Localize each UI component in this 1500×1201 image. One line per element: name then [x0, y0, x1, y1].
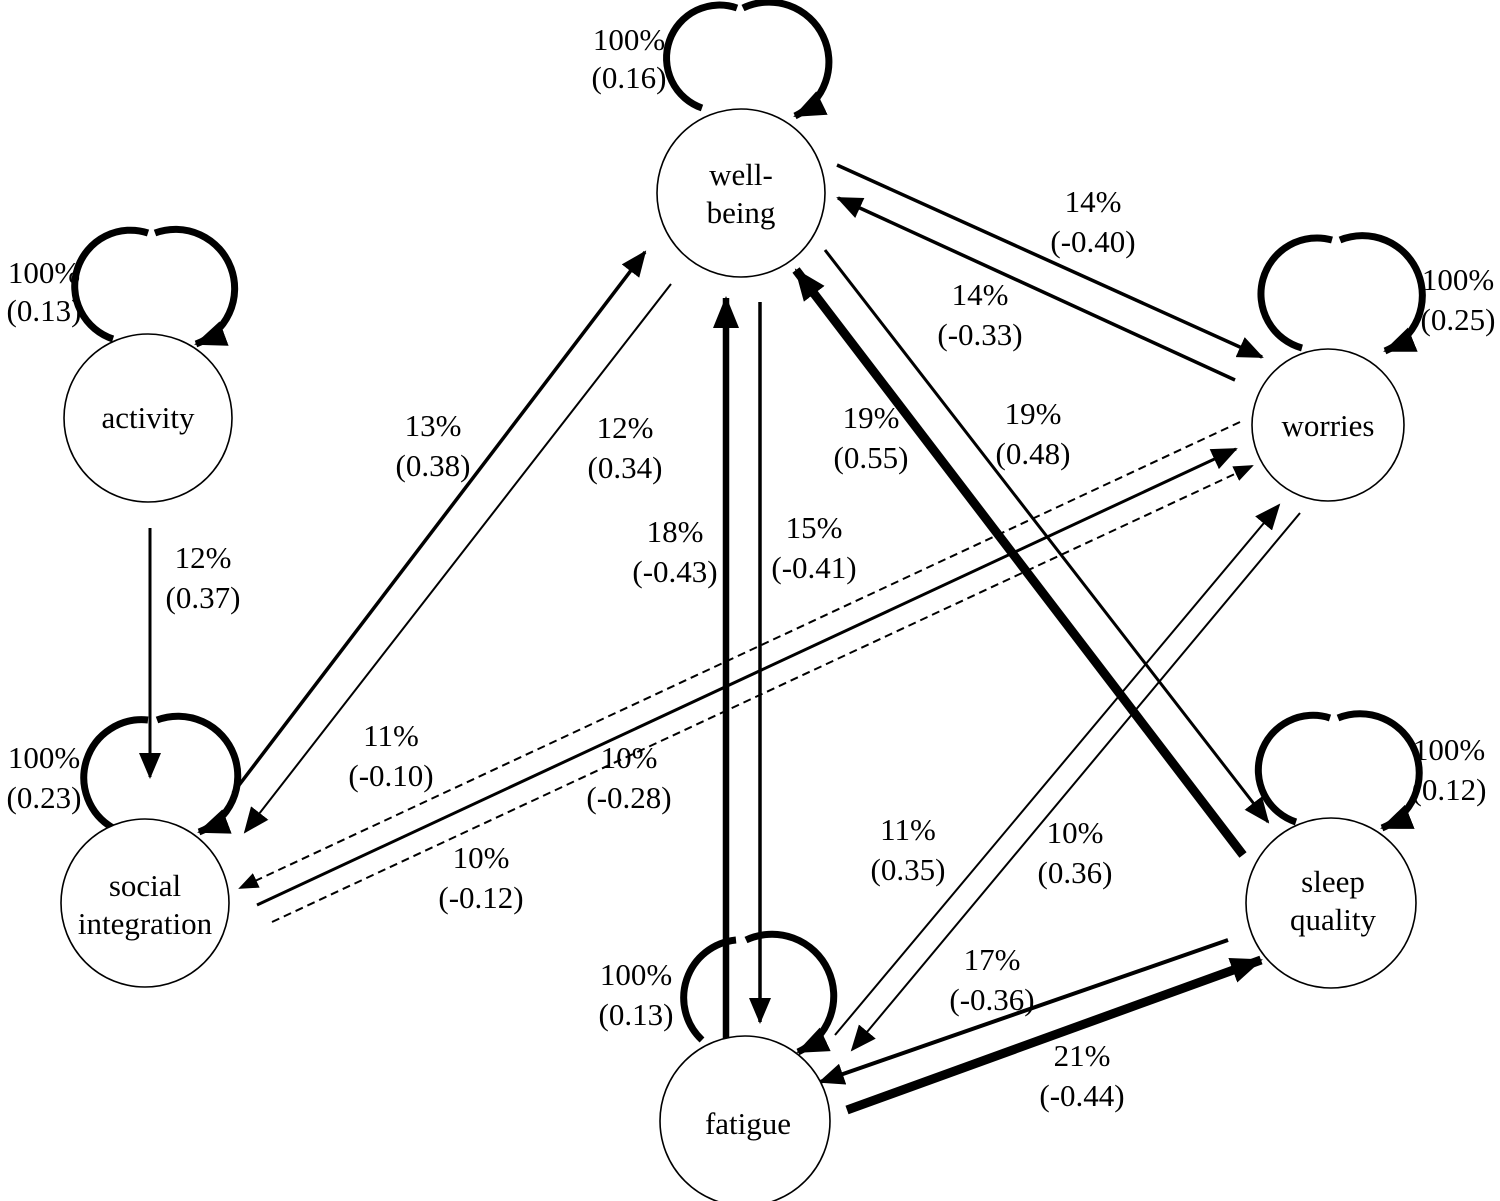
label-pct-social-to-worries-dashed: 10%	[453, 840, 510, 875]
edge-social-to-worries	[256, 447, 1238, 907]
label-pct-wellbeing-to-fatigue: 15%	[786, 510, 843, 545]
node-label-wellbeing-line1: well-	[709, 157, 773, 192]
edge-worries-to-wellbeing	[836, 196, 1236, 382]
loop-coef-activity: (0.13)	[7, 293, 82, 328]
label-coef-worries-to-social: (-0.10)	[348, 758, 433, 793]
label-pct-worries-to-social: 11%	[363, 718, 419, 753]
label-pct-worries-to-wellbeing: 14%	[952, 277, 1009, 312]
label-pct-wellbeing-to-sleep: 19%	[1005, 396, 1062, 431]
self-loop-sleep: 100% (0.12)	[1254, 710, 1487, 832]
loop-pct-worries: 100%	[1422, 262, 1494, 297]
label-coef-fatigue-to-worries: (0.35)	[871, 852, 946, 887]
label-pct-fatigue-to-worries: 11%	[880, 812, 936, 847]
loop-coef-worries: (0.25)	[1421, 302, 1496, 337]
loop-pct-activity: 100%	[8, 255, 80, 290]
loop-coef-wellbeing: (0.16)	[592, 60, 667, 95]
label-coef-social-to-wellbeing: (0.38)	[396, 448, 471, 483]
loop-pct-sleep: 100%	[1413, 732, 1485, 767]
loop-pct-social: 100%	[8, 740, 80, 775]
label-coef-wellbeing-to-fatigue: (-0.41)	[771, 550, 856, 585]
node-label-fatigue: fatigue	[705, 1106, 791, 1141]
edge-social-to-wellbeing	[231, 250, 647, 795]
label-coef-wellbeing-to-social: (0.34)	[588, 450, 663, 485]
node-label-social-line2: integration	[78, 906, 213, 941]
self-loop-fatigue: 100% (0.13)	[599, 930, 838, 1056]
label-pct-wellbeing-to-social: 12%	[597, 410, 654, 445]
edge-wellbeing-to-social	[243, 283, 672, 834]
loop-coef-sleep: (0.12)	[1412, 772, 1487, 807]
label-pct-sleep-to-wellbeing: 19%	[843, 400, 900, 435]
edge-worries-to-fatigue	[850, 512, 1301, 1052]
label-coef-wellbeing-to-sleep: (0.48)	[996, 436, 1071, 471]
label-coef-wellbeing-to-worries: (-0.40)	[1050, 224, 1135, 259]
label-pct-wellbeing-to-worries: 14%	[1065, 184, 1122, 219]
label-pct-fatigue-to-wellbeing: 18%	[647, 514, 704, 549]
node-label-activity: activity	[102, 400, 195, 435]
edge-social-to-worries-dashed	[271, 465, 1254, 923]
node-label-sleep-line2: quality	[1290, 902, 1377, 937]
node-wellbeing: well- being	[656, 108, 826, 278]
label-coef-fatigue-to-sleep: (-0.44)	[1039, 1078, 1124, 1113]
label-pct-worries-to-fatigue: 10%	[1047, 815, 1104, 850]
loop-coef-social: (0.23)	[7, 780, 82, 815]
edge-worries-to-social-dashed	[238, 421, 1241, 889]
self-loop-worries: 100% (0.25)	[1257, 232, 1496, 355]
label-pct-social-to-worries: 10%	[601, 740, 658, 775]
node-label-social-line1: social	[109, 868, 181, 903]
loop-coef-fatigue: (0.13)	[599, 997, 674, 1032]
self-loop-wellbeing: 100% (0.16)	[592, 0, 833, 120]
loop-pct-wellbeing: 100%	[593, 22, 665, 57]
label-coef-activity-to-social: (0.37)	[166, 580, 241, 615]
label-coef-sleep-to-fatigue: (-0.36)	[949, 982, 1034, 1017]
node-label-worries: worries	[1282, 408, 1375, 443]
label-coef-worries-to-fatigue: (0.36)	[1038, 855, 1113, 890]
label-pct-fatigue-to-sleep: 21%	[1054, 1038, 1111, 1073]
node-label-sleep-line1: sleep	[1301, 864, 1365, 899]
label-coef-fatigue-to-wellbeing: (-0.43)	[632, 554, 717, 589]
label-pct-sleep-to-fatigue: 17%	[964, 942, 1021, 977]
node-worries: worries	[1251, 348, 1405, 502]
label-coef-sleep-to-wellbeing: (0.55)	[834, 440, 909, 475]
label-pct-activity-to-social: 12%	[175, 540, 232, 575]
self-loop-social: 100% (0.23)	[7, 712, 242, 836]
self-loop-activity: 100% (0.13)	[7, 225, 239, 348]
edge-sleep-to-fatigue	[818, 938, 1229, 1085]
label-coef-worries-to-wellbeing: (-0.33)	[937, 317, 1022, 352]
node-sleep: sleep quality	[1245, 817, 1417, 989]
node-social: social integration	[60, 818, 230, 988]
node-label-wellbeing-line2: being	[707, 195, 776, 230]
label-pct-social-to-wellbeing: 13%	[405, 408, 462, 443]
loop-pct-fatigue: 100%	[600, 957, 672, 992]
label-coef-social-to-worries: (-0.28)	[586, 780, 671, 815]
edge-fatigue-to-worries	[834, 503, 1281, 1036]
edge-fatigue-to-sleep	[845, 955, 1263, 1115]
node-activity: activity	[63, 333, 233, 503]
edge-wellbeing-to-worries	[836, 163, 1264, 359]
edge-sleep-to-wellbeing	[792, 267, 1247, 858]
node-fatigue: fatigue	[659, 1035, 831, 1201]
label-coef-social-to-worries-dashed: (-0.12)	[438, 880, 523, 915]
